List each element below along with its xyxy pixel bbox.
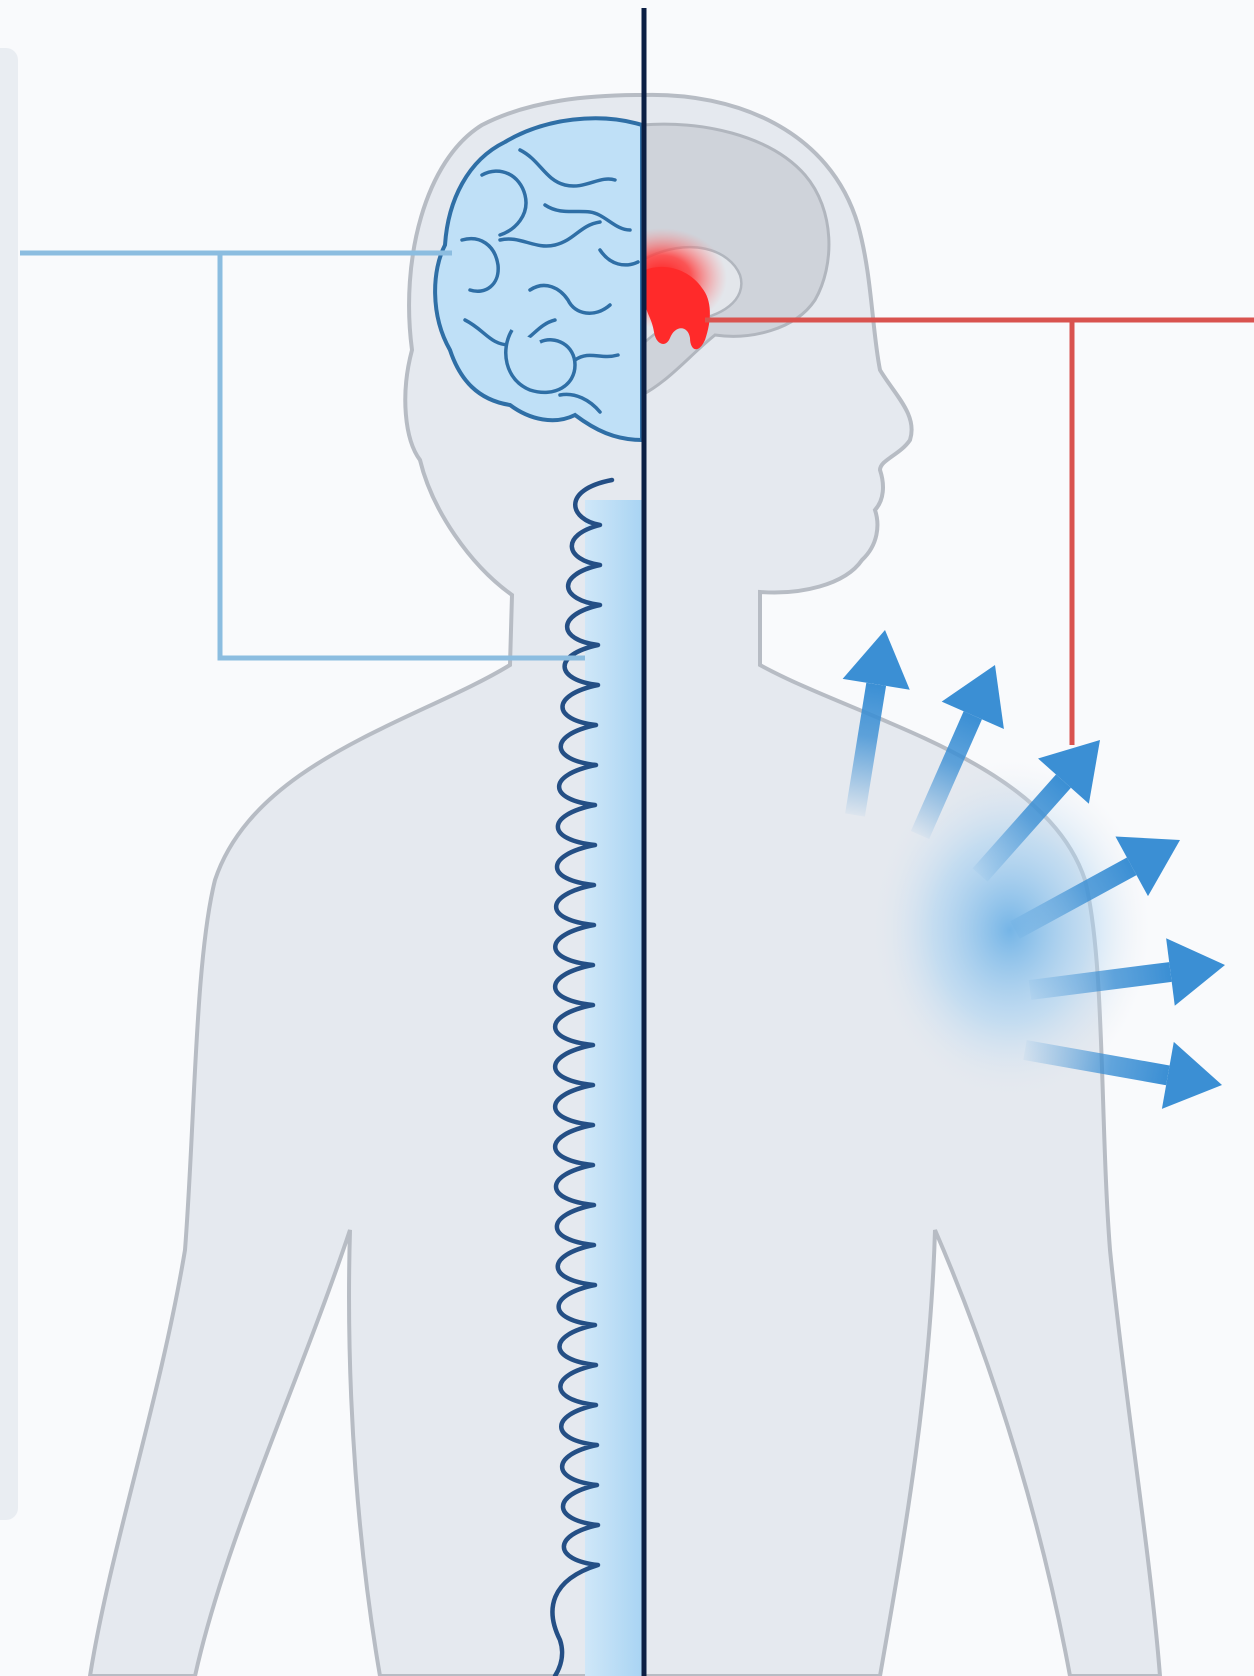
spine-band [585, 500, 642, 1676]
heat-glow [870, 760, 1150, 1100]
